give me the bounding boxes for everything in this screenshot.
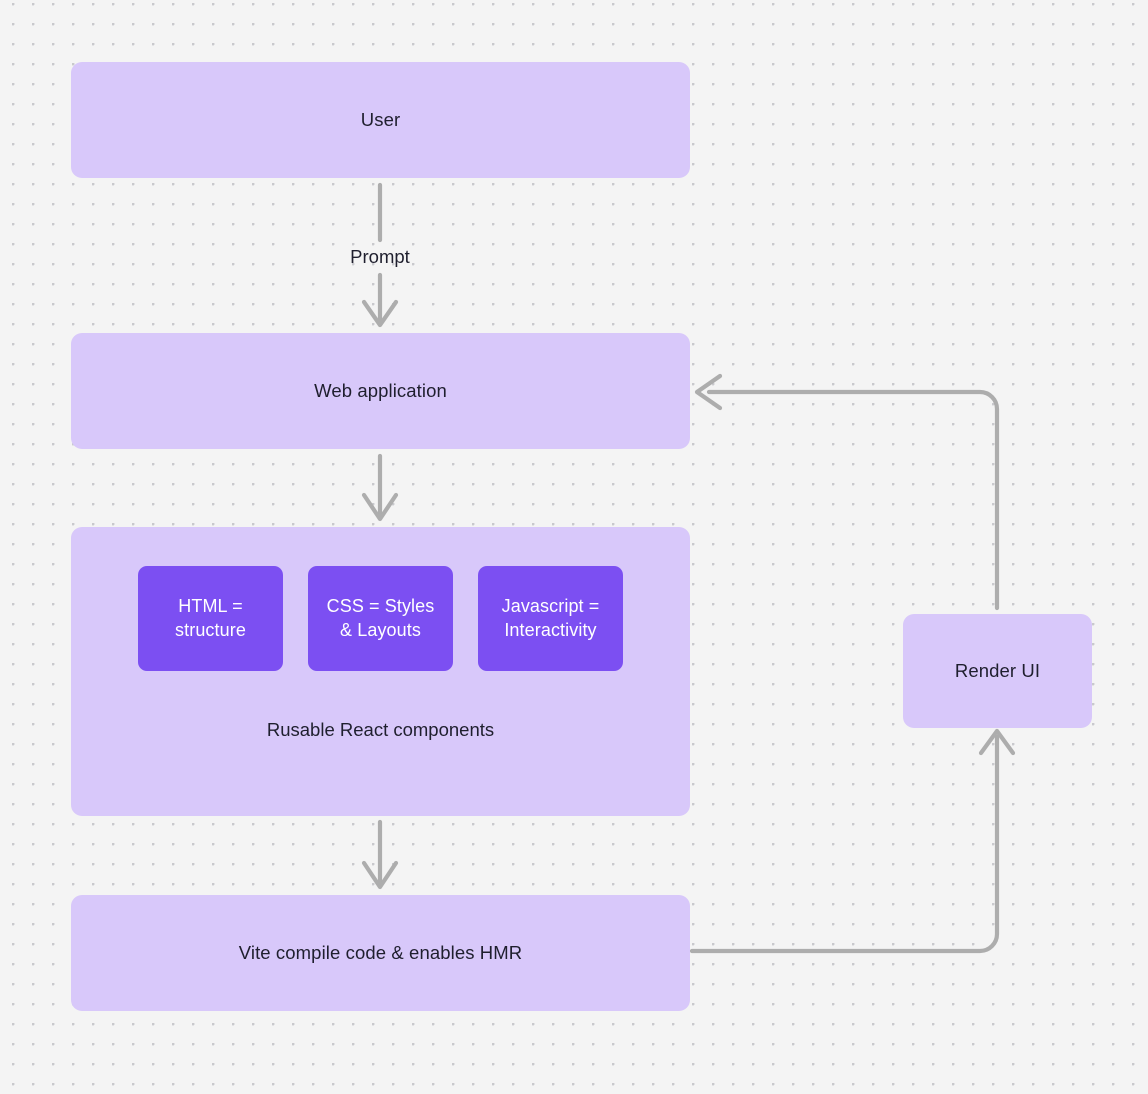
node-react-components-caption: Rusable React components xyxy=(266,719,495,740)
node-user[interactable]: User xyxy=(71,62,690,178)
node-user-label: User xyxy=(360,109,401,130)
node-react-components-group[interactable]: HTML = structure CSS = Styles & Layouts … xyxy=(71,527,690,816)
node-vite[interactable]: Vite compile code & enables HMR xyxy=(71,895,690,1011)
node-vite-label: Vite compile code & enables HMR xyxy=(238,942,523,963)
chip-javascript-label: Javascript = Interactivity xyxy=(501,595,600,640)
chip-html-label: HTML = structure xyxy=(175,595,246,640)
chip-javascript[interactable]: Javascript = Interactivity xyxy=(478,566,623,671)
chip-css-label: CSS = Styles & Layouts xyxy=(326,595,435,640)
node-render-ui[interactable]: Render UI xyxy=(903,614,1092,728)
node-render-ui-label: Render UI xyxy=(954,660,1041,681)
chip-html[interactable]: HTML = structure xyxy=(138,566,283,671)
node-web-application[interactable]: Web application xyxy=(71,333,690,449)
chip-css[interactable]: CSS = Styles & Layouts xyxy=(308,566,453,671)
edge-label-prompt: Prompt xyxy=(350,246,410,267)
node-web-application-label: Web application xyxy=(314,380,447,401)
